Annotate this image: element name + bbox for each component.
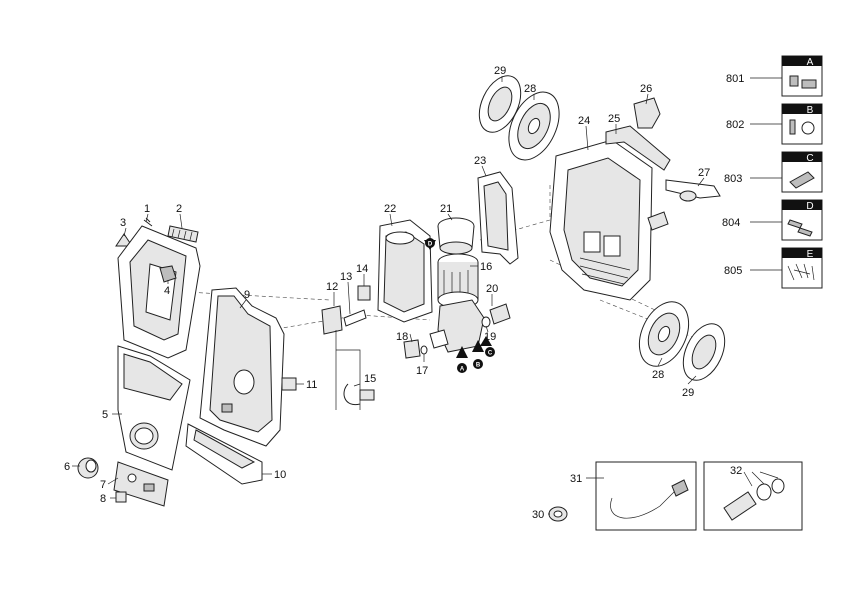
svg-text:B: B <box>476 363 481 369</box>
svg-text:D: D <box>428 242 433 248</box>
part-5-front-housing <box>117 345 191 471</box>
kit-letter-b: B <box>807 105 814 116</box>
part-31-box <box>595 461 697 531</box>
part-13-capacitor <box>343 309 367 327</box>
callout-labels: 1 2 3 4 5 6 7 8 9 10 11 12 13 14 15 16 1… <box>64 65 742 521</box>
kit-letter-e: E <box>807 249 814 260</box>
kit-letter-a: A <box>807 57 814 68</box>
callout-24: 24 <box>578 115 590 127</box>
kit-box-803: C 803 <box>724 151 823 193</box>
part-19-oring <box>481 316 491 328</box>
handle-top <box>117 225 201 359</box>
part-1-screw <box>143 217 153 227</box>
callout-12: 12 <box>326 281 338 293</box>
part-29-hubcap-upper <box>478 75 522 133</box>
callout-20: 20 <box>486 283 498 295</box>
kit-code-804: 804 <box>722 217 740 229</box>
kit-box-801: A 801 <box>726 55 823 97</box>
callout-13: 13 <box>340 271 352 283</box>
part-22-motor-housing <box>377 219 433 323</box>
part-26-holder <box>633 97 661 129</box>
frame-inlet-fitting <box>647 211 669 231</box>
part-20-outlet <box>489 303 511 325</box>
callout-21: 21 <box>440 203 452 215</box>
callout-19: 19 <box>484 331 496 343</box>
kit-letter-c: C <box>806 153 813 164</box>
part-2-plate <box>167 225 199 243</box>
callout-14: 14 <box>356 263 368 275</box>
callout-1: 1 <box>144 203 150 215</box>
part-4-knob <box>159 265 177 283</box>
part-29-hubcap-lower <box>682 323 726 381</box>
callout-25: 25 <box>608 113 620 125</box>
callout-7: 7 <box>100 479 106 491</box>
callout-27: 27 <box>698 167 710 179</box>
part-18-valve <box>403 339 421 359</box>
svg-text:C: C <box>488 351 493 357</box>
callout-32: 32 <box>730 465 742 477</box>
kit-code-803: 803 <box>724 173 742 185</box>
svg-text:A: A <box>460 367 465 373</box>
callout-8: 8 <box>100 493 106 505</box>
callout-17: 17 <box>416 365 428 377</box>
kit-code-801: 801 <box>726 73 744 85</box>
kit-code-802: 802 <box>726 119 744 131</box>
kit-letter-d: D <box>806 201 813 212</box>
callout-5: 5 <box>102 409 108 421</box>
part-9-rear-housing <box>199 287 285 447</box>
callout-28-lower: 28 <box>652 369 664 381</box>
badge-c: C <box>480 336 495 357</box>
callout-28-upper: 28 <box>524 83 536 95</box>
callout-15: 15 <box>364 373 376 385</box>
callout-26: 26 <box>640 83 652 95</box>
callout-9: 9 <box>244 289 250 301</box>
kit-box-805: E 805 <box>724 247 823 289</box>
callout-3: 3 <box>120 217 126 229</box>
callout-18: 18 <box>396 331 408 343</box>
part-12-switch-box <box>321 305 343 335</box>
kit-box-804: D 804 <box>722 199 823 241</box>
part-32-box <box>703 461 803 531</box>
part-7-control-panel <box>113 461 169 507</box>
badge-a: A <box>456 346 468 373</box>
kit-code-805: 805 <box>724 265 742 277</box>
callout-4: 4 <box>164 285 170 297</box>
callout-11: 11 <box>306 379 317 391</box>
callout-2: 2 <box>176 203 182 215</box>
part-24-frame <box>549 139 653 301</box>
callout-23: 23 <box>474 155 486 167</box>
part-17-oring <box>420 345 428 355</box>
part-14-relay <box>357 285 371 301</box>
part-10-base <box>185 423 263 485</box>
part-23-bracket <box>477 171 519 265</box>
part-28-wheel-upper <box>508 91 560 161</box>
part-8-switch <box>115 491 127 503</box>
part-27-clip <box>665 179 721 202</box>
part-30-cap <box>548 506 568 522</box>
part-28-wheel-lower <box>638 301 690 367</box>
callout-31: 31 <box>570 473 582 485</box>
part-6-knob <box>77 457 99 479</box>
callout-29-lower: 29 <box>682 387 694 399</box>
callout-6: 6 <box>64 461 70 473</box>
badge-d: D <box>424 238 436 250</box>
callout-16: 16 <box>480 261 492 273</box>
part-3-cap <box>115 233 133 247</box>
callout-30: 30 <box>532 509 544 521</box>
part-21-ring <box>437 217 475 255</box>
kit-box-802: B 802 <box>726 103 823 145</box>
callout-10: 10 <box>274 469 286 481</box>
badge-b: B <box>472 340 484 369</box>
leader-lines <box>72 76 779 515</box>
part-11-connector <box>281 377 297 391</box>
part-25-hook <box>605 125 671 171</box>
callout-22: 22 <box>384 203 396 215</box>
callout-29-upper: 29 <box>494 65 506 77</box>
part-15-cable <box>335 330 375 410</box>
